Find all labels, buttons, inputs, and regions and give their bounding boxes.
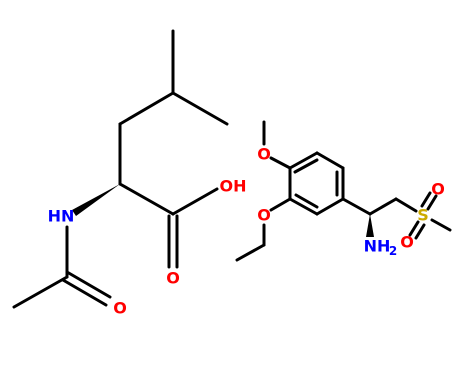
ring-double-inner-1 (293, 158, 319, 174)
atom-label-nh: HN (48, 207, 75, 226)
bond-s-o-top-a (420, 191, 432, 208)
bond-acetyl-methyl (12, 275, 69, 309)
atom-label-sulfonyl-o-top: O (431, 180, 445, 199)
bond-sulfur-methyl (430, 218, 452, 232)
bond-s-o-top-b (426, 194, 438, 211)
bond-ethoxy-ch3 (235, 243, 266, 262)
bond-ring-methoxy-o (269, 156, 292, 170)
atom-label-sulfur: S (417, 206, 429, 225)
wedge-bond-alpha-nh (72, 184, 120, 216)
atom-label-sulfonyl-o-bottom: O (400, 233, 414, 252)
bond-alpha-carboxyl (118, 182, 175, 216)
bond-carboxyl-oh (171, 187, 219, 216)
bond-isopropyl-methyl-right (171, 91, 229, 126)
atom-label-amine-subscript: 2 (389, 244, 397, 258)
bond-ring-ethoxy-o (269, 197, 292, 212)
bond-ch2-sulfur (394, 197, 418, 213)
bond-s-o-bottom-a (408, 220, 420, 237)
ring-double-inner-3 (294, 193, 319, 209)
bond-acetyl-o-double-b (61, 278, 108, 307)
ring-bond-1 (288, 151, 319, 170)
atom-label-ethoxy-o: O (257, 206, 271, 225)
molecule-2-aryl-sulfonyl-amine: O O NH 2 S O O (235, 120, 452, 262)
wedge-bond-chiral-nh2 (366, 214, 374, 237)
bond-ch-ch2 (118, 91, 175, 126)
bond-s-o-bottom-b (414, 223, 426, 240)
bond-ring-chiral-c (341, 197, 372, 216)
bond-chiral-ch2 (368, 197, 398, 216)
molecule-1-n-acetyl-leucine: HN OH O O (12, 29, 247, 318)
ring-bond-2 (315, 151, 345, 170)
atom-label-acid-carbonyl-o: O (166, 269, 180, 288)
ring-bond-5 (288, 197, 319, 216)
atom-label-methoxy-o: O (257, 145, 271, 164)
bond-acetyl-o-double-a (65, 270, 112, 299)
atom-label-oh: OH (220, 177, 247, 196)
ring-bond-4 (315, 197, 345, 216)
atom-label-amine-n: NH (364, 237, 391, 256)
atom-label-amide-carbonyl-o: O (113, 299, 127, 318)
